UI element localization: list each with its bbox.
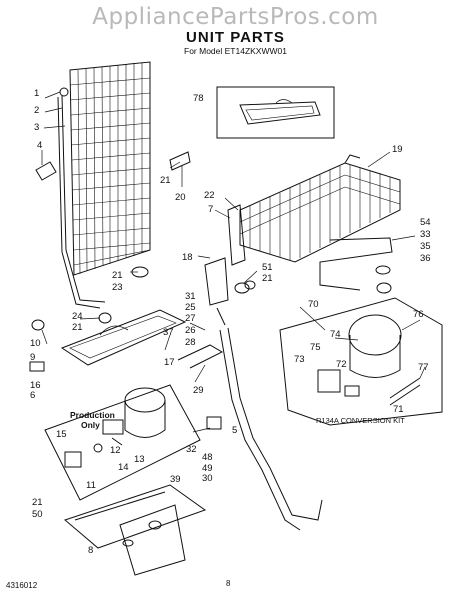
fan-coil [239, 154, 401, 263]
callout-31: 31 [185, 291, 196, 302]
callout-19: 19 [392, 144, 403, 155]
callout-25: 25 [185, 302, 196, 313]
callout-27: 27 [185, 313, 196, 324]
callout-7: 7 [208, 204, 213, 215]
callout-70: 70 [308, 299, 319, 310]
callout-17: 17 [164, 357, 175, 368]
callout-3: 3 [34, 122, 39, 133]
callout-72: 72 [336, 359, 347, 370]
callout-39: 39 [170, 474, 181, 485]
callout-15: 15 [56, 429, 67, 440]
callout-20: 20 [175, 192, 186, 203]
callout-73: 73 [294, 354, 305, 365]
callout-28: 28 [185, 337, 196, 348]
callout-21a: 21 [160, 175, 171, 186]
callout-76: 76 [413, 309, 424, 320]
production-compressor-group [44, 384, 201, 501]
diagram-title: UNIT PARTS [186, 29, 285, 46]
condenser-coil [57, 61, 151, 309]
model-line: For Model ET14ZKXWW01 [184, 46, 287, 56]
document-number: 4316012 [6, 581, 38, 590]
callout-50: 50 [32, 509, 43, 520]
callout-37: 37 [163, 327, 174, 338]
drain-pan-box [216, 86, 335, 139]
watermark: AppliancePartsPros.com [92, 4, 379, 30]
callout-14: 14 [118, 462, 129, 473]
callout-5: 5 [232, 425, 237, 436]
callout-29: 29 [193, 385, 204, 396]
callout-13: 13 [134, 454, 145, 465]
callout-23: 23 [112, 282, 123, 293]
callout-18: 18 [182, 252, 193, 263]
conversion-kit-label: R134A CONVERSION KIT [316, 416, 405, 425]
callout-48: 48 [202, 452, 213, 463]
page-number: 8 [226, 579, 231, 588]
callout-33: 33 [420, 229, 431, 240]
callout-4: 4 [37, 140, 42, 151]
callout-24: 24 [72, 311, 83, 322]
callout-21b: 21 [112, 270, 123, 281]
callout-12: 12 [110, 445, 121, 456]
callout-36: 36 [420, 253, 431, 264]
callout-26: 26 [185, 325, 196, 336]
conversion-kit-box [279, 297, 443, 426]
callout-54: 54 [420, 217, 431, 228]
callout-1: 1 [34, 88, 39, 99]
callout-22: 22 [204, 190, 215, 201]
callout-6: 6 [30, 390, 35, 401]
clip-part [35, 161, 57, 181]
callout-77: 77 [418, 362, 429, 373]
callout-2: 2 [34, 105, 39, 116]
production-only-line1: Production [70, 410, 115, 420]
callout-21c: 21 [72, 322, 83, 333]
callout-71: 71 [393, 404, 404, 415]
callout-35: 35 [420, 241, 431, 252]
callout-21e: 21 [32, 497, 43, 508]
callout-16: 16 [30, 380, 41, 391]
callout-75: 75 [310, 342, 321, 353]
callout-8: 8 [88, 545, 93, 556]
callout-51: 51 [262, 262, 273, 273]
callout-30: 30 [202, 473, 213, 484]
drain-tray [60, 309, 187, 366]
callout-32: 32 [186, 444, 197, 455]
callout-11: 11 [86, 480, 96, 491]
callout-74: 74 [330, 329, 341, 340]
callout-78: 78 [193, 93, 204, 104]
callout-21d: 21 [262, 273, 273, 284]
callout-10: 10 [30, 338, 41, 349]
production-only-line2: Only [81, 420, 100, 430]
callout-9: 9 [30, 352, 35, 363]
callout-49: 49 [202, 463, 213, 474]
